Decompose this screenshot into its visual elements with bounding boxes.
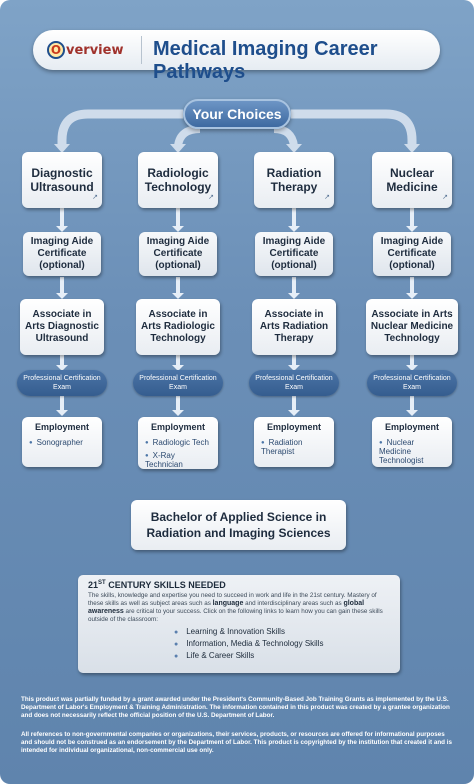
overview-logo[interactable]: O verview xyxy=(47,39,123,61)
pathway-nuclear-medicine[interactable]: Nuclear Medicine ↗ xyxy=(372,152,452,208)
associate-label: Associate in Arts Radiation Therapy xyxy=(259,309,329,344)
employment-box: Employment Sonographer xyxy=(22,417,102,467)
external-link-icon: ↗ xyxy=(92,194,98,201)
certification-exam-pill: Professional Certification Exam xyxy=(367,370,457,396)
pathway-diagnostic-ultrasound[interactable]: Diagnostic Ultrasound ↗ xyxy=(22,152,102,208)
external-link-icon: ↗ xyxy=(208,194,214,201)
job-item[interactable]: Nuclear Medicine Technologist xyxy=(379,438,447,465)
job-item[interactable]: Radiation Therapist xyxy=(261,438,329,456)
associate-label: Associate in Arts Nuclear Medicine Techn… xyxy=(370,309,454,344)
certification-exam-pill: Professional Certification Exam xyxy=(249,370,339,396)
external-link-icon: ↗ xyxy=(442,194,448,201)
pathway-name: Radiologic Technology xyxy=(144,166,212,194)
skill-link-learning-innovation[interactable]: Learning & Innovation Skills xyxy=(174,627,390,636)
employment-box: Employment Radiation Therapist xyxy=(254,417,334,467)
imaging-aide-certificate[interactable]: Imaging Aide Certificate (optional) xyxy=(373,232,451,276)
external-link-icon: ↗ xyxy=(324,194,330,201)
employment-title: Employment xyxy=(384,422,439,432)
certification-exam-pill: Professional Certification Exam xyxy=(17,370,107,396)
certification-exam-pill: Professional Certification Exam xyxy=(133,370,223,396)
skills-title: 21ST CENTURY SKILLS NEEDED xyxy=(88,580,226,590)
bachelor-degree-box[interactable]: Bachelor of Applied Science in Radiation… xyxy=(131,500,346,550)
imaging-aide-certificate[interactable]: Imaging Aide Certificate (optional) xyxy=(139,232,217,276)
pathway-radiologic-technology[interactable]: Radiologic Technology ↗ xyxy=(138,152,218,208)
skills-panel: 21ST CENTURY SKILLS NEEDED The skills, k… xyxy=(78,575,400,673)
skills-description: The skills, knowledge and expertise you … xyxy=(88,592,383,623)
job-item[interactable]: Radiologic Tech xyxy=(145,438,213,447)
employment-box: Employment Nuclear Medicine Technologist xyxy=(372,417,452,467)
header-divider xyxy=(141,36,142,64)
associate-label: Associate in Arts Radiologic Technology xyxy=(141,309,215,344)
arc-connector xyxy=(174,125,201,147)
associate-degree-box[interactable]: Associate in Arts Radiologic Technology xyxy=(136,299,220,355)
imaging-aide-certificate[interactable]: Imaging Aide Certificate (optional) xyxy=(255,232,333,276)
associate-degree-box[interactable]: Associate in Arts Diagnostic Ultrasound xyxy=(20,299,104,355)
associate-degree-box[interactable]: Associate in Arts Nuclear Medicine Techn… xyxy=(366,299,458,355)
pathway-name: Diagnostic Ultrasound xyxy=(30,166,94,194)
optional-label: (optional) xyxy=(271,260,317,271)
page-title: Medical Imaging Career Pathways xyxy=(153,38,378,83)
skill-link-information-media-tech[interactable]: Information, Media & Technology Skills xyxy=(174,639,390,648)
your-choices-pill: Your Choices xyxy=(183,99,291,129)
bachelor-label: Bachelor of Applied Science in Radiation… xyxy=(146,510,331,540)
magnifier-icon: O xyxy=(47,41,65,59)
arc-connector xyxy=(57,109,183,146)
aide-label: Imaging Aide Certificate xyxy=(146,236,210,259)
employment-title: Employment xyxy=(150,422,205,432)
job-item[interactable]: X-Ray Technician xyxy=(145,451,213,469)
job-item[interactable]: Sonographer xyxy=(29,438,97,447)
skill-link-life-career[interactable]: Life & Career Skills xyxy=(174,651,390,660)
pathway-name: Radiation Therapy xyxy=(266,166,322,194)
aide-label: Imaging Aide Certificate xyxy=(30,236,94,259)
endorsement-disclaimer: All references to non-governmental compa… xyxy=(21,731,453,754)
arc-connector xyxy=(273,125,298,147)
associate-label: Associate in Arts Diagnostic Ultrasound xyxy=(25,309,99,344)
associate-degree-box[interactable]: Associate in Arts Radiation Therapy xyxy=(252,299,336,355)
optional-label: (optional) xyxy=(155,260,201,271)
employment-box: Employment Radiologic Tech X-Ray Technic… xyxy=(138,417,218,469)
optional-label: (optional) xyxy=(39,260,85,271)
aide-label: Imaging Aide Certificate xyxy=(262,236,326,259)
header-bar: O verview Medical Imaging Career Pathway… xyxy=(33,30,440,83)
employment-title: Employment xyxy=(266,422,321,432)
employment-title: Employment xyxy=(34,422,89,432)
optional-label: (optional) xyxy=(389,260,435,271)
overview-logo-text: verview xyxy=(66,42,124,58)
pathway-name: Nuclear Medicine xyxy=(386,166,438,194)
aide-label: Imaging Aide Certificate xyxy=(380,236,444,259)
arc-connector xyxy=(291,109,417,146)
funding-disclaimer: This product was partially funded by a g… xyxy=(21,696,450,719)
pathway-radiation-therapy[interactable]: Radiation Therapy ↗ xyxy=(254,152,334,208)
imaging-aide-certificate[interactable]: Imaging Aide Certificate (optional) xyxy=(23,232,101,276)
